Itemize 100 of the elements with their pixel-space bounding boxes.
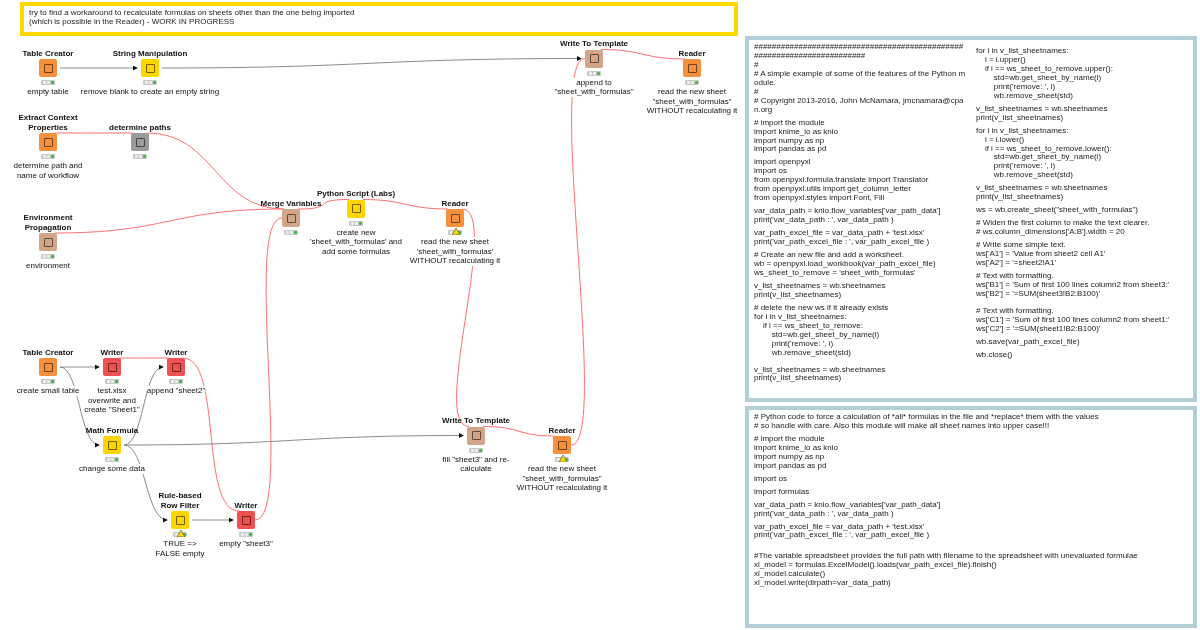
- annotation-text: ws['A2'] = '=sheet2!A1': [976, 259, 1057, 268]
- annotation-text: # Widen the first column to make the text clearer.: [976, 217, 1151, 229]
- annotation-text: import formulas: [754, 485, 811, 497]
- annotation-text: for i in v_list_sheetnames:: [976, 124, 1070, 135]
- annotation-text: ws_sheet_to_remove = 'sheet_with_formulas': [754, 268, 916, 278]
- annotation-text: v_list_sheetnames = wb.sheetnames: [976, 102, 1109, 113]
- annotation-text: from openpyxl.formula.translate import Translator: [754, 176, 930, 186]
- node-title: Merge Variables: [260, 198, 322, 208]
- annotation-text: # Text with formatting.: [976, 304, 1054, 315]
- node-title: Writer: [100, 347, 124, 357]
- annotation-text: ws['A1'] = 'Value from sheet2 cell A1': [976, 250, 1107, 259]
- annotation-text: import knime_io as knio: [754, 127, 840, 136]
- annotation-text: print('var_path_excel_file : ', var_path_excel_file ): [754, 531, 931, 541]
- node-annotation: append "sheet2": [146, 386, 206, 396]
- annotation-text: ws['C1'] = 'Sum of first 100 lines column2 from sheet1:': [976, 315, 1171, 324]
- annotation-text: import os: [754, 472, 788, 484]
- connection-line: [54, 132, 134, 134]
- annotation-text: print('var_data_path : ', var_data_path ): [754, 509, 894, 519]
- annotation-text: v_list_sheetnames = wb.sheetnames: [976, 182, 1109, 194]
- annotation-text: std=wb.get_sheet_by_name(i): [770, 330, 881, 339]
- annotation-text: wb.save(var_path_excel_file): [976, 335, 1081, 347]
- connection-line: [161, 56, 582, 69]
- annotation-text: wb = openpyxl.load_workbook(var_path_excel_file): [754, 259, 937, 269]
- annotation-box: [745, 406, 1197, 628]
- annotation-text: ws['B2'] = '=SUM(sheet3!B2:B100)': [976, 289, 1101, 299]
- annotation-text: xl_model.calculate(): [754, 570, 827, 580]
- annotation-text: print('var_path_excel_file : ', var_path_excel_file ): [754, 238, 931, 247]
- annotation-text: print(v_list_sheetnames): [976, 113, 1065, 123]
- annotation-text: import numpy as np: [754, 136, 825, 145]
- annotation-text: wb.close(): [976, 348, 1014, 360]
- annotation-text: print('remove: ', i): [992, 162, 1057, 172]
- node-title: Python Script (Labs): [316, 189, 396, 199]
- annotation-text: if i == ws_sheet_to_remove.upper():: [983, 64, 1114, 73]
- annotation-text: if i == ws_sheet_to_remove:: [761, 321, 863, 330]
- annotation-text: std=wb.get_sheet_by_name(i): [992, 73, 1102, 82]
- node-title: Math Formula: [85, 425, 139, 435]
- annotation-text: # Create an new file and add a worksheet.: [754, 249, 905, 260]
- node-annotation: create small table: [16, 386, 80, 396]
- connection-line: [123, 433, 464, 446]
- annotation-text: print(v_list_sheetnames): [976, 193, 1065, 203]
- annotation-text: #: [754, 60, 760, 70]
- node-title: Write To Template: [560, 39, 628, 49]
- node-title: Table Creator: [22, 347, 74, 357]
- connection-line: [54, 208, 285, 234]
- annotation-text: # Write some simple text.: [976, 239, 1067, 251]
- node-annotation: empty table: [27, 87, 69, 97]
- annotation-text: # so handle with care. Also this module will make all sheet names into upper case!!!: [754, 421, 1051, 431]
- annotation-text: # Copyright 2013-2016, John McNamara, jmcnamara@cpan.org: [754, 96, 965, 115]
- annotation-text: ws['B1'] = 'Sum of first 100 lines column2 from sheet3:': [976, 280, 1171, 290]
- annotation-text: print(v_list_sheetnames): [754, 290, 843, 300]
- node-annotation: fill "sheet3" and re-calculate: [441, 454, 511, 474]
- annotation-text: print(v_list_sheetnames): [754, 374, 843, 384]
- annotation-text: (which is possible in the Reader) - WORK IN PROGRESS: [29, 17, 236, 27]
- annotation-text: #The variable spreadsheet provides the full path with filename to the spreadsheet with unevaluated formulae: [754, 550, 1139, 562]
- annotation-text: import openpyxl: [754, 156, 812, 168]
- connection-line: [182, 357, 240, 512]
- node-title: Environment Propagation: [22, 213, 74, 232]
- annotation-text: # Text with formatting.: [976, 269, 1055, 281]
- node-title: Writer: [234, 500, 258, 510]
- node-annotation: change some data: [79, 464, 145, 474]
- node-title: Extract Context Properties: [17, 113, 79, 132]
- node-annotation: test.xlsx overwrite and create "Sheet1": [83, 386, 141, 415]
- connection-line: [254, 217, 283, 521]
- node-title: Reader: [441, 198, 469, 208]
- annotation-text: import pandas as pd: [754, 461, 828, 471]
- node-title: Reader: [548, 425, 576, 435]
- annotation-text: var_path_excel_file = var_data_path + 'test.xlsx': [754, 520, 926, 531]
- connection-line: [123, 444, 168, 522]
- annotation-box: [745, 36, 1197, 402]
- annotation-text: from openpyxl.styles import Font, Fill: [754, 194, 886, 204]
- annotation-text: wb.remove_sheet(std): [992, 171, 1074, 181]
- node-annotation: empty "sheet3": [219, 539, 273, 549]
- connection-line: [570, 58, 586, 446]
- annotation-text: # ws.column_dimensions['A:B'].width = 20: [976, 228, 1126, 238]
- annotation-text: # import the module: [754, 116, 826, 127]
- annotation-text: wb.remove_sheet(std): [770, 348, 852, 358]
- connection-line: [118, 357, 170, 359]
- annotation-text: wb.remove_sheet(std): [992, 91, 1074, 101]
- annotation-text: # A simple example of some of the features of the Python module.: [754, 69, 966, 88]
- annotation-text: ws['C2'] = '=SUM(sheet1!B2:B100)': [976, 324, 1102, 334]
- annotation-text: ws = wb.create_sheet("sheet_with_formulas"): [976, 204, 1139, 216]
- annotation-text: if i == ws_sheet_to_remove.lower():: [983, 144, 1113, 153]
- annotation-text: v_list_sheetnames = wb.sheetnames: [754, 279, 887, 290]
- node-title: Reader: [678, 48, 706, 58]
- annotation-text: print('remove: ', i): [992, 82, 1056, 91]
- annotation-text: import pandas as pd: [754, 145, 828, 155]
- annotation-box: [20, 2, 738, 36]
- connection-line: [59, 366, 100, 446]
- node-annotation: environment: [26, 261, 70, 271]
- annotation-text: var_path_excel_file = var_data_path + 'test.xlsx': [754, 227, 926, 239]
- node-title: Write To Template: [442, 416, 510, 426]
- annotation-text: from openpyxl.utils import get_column_letter: [754, 185, 912, 195]
- annotation-text: import numpy as np: [754, 452, 825, 461]
- annotation-text: import knime_io as knio: [754, 443, 840, 452]
- annotation-text: import os: [754, 167, 788, 177]
- annotation-text: # import the module: [754, 432, 826, 443]
- annotation-text: xl_model.write(dirpath=var_data_path): [754, 579, 892, 589]
- node-title: Writer: [164, 347, 188, 357]
- annotation-text: for i in v_list_sheetnames:: [976, 45, 1070, 56]
- annotation-text: for i in v_list_sheetnames:: [754, 312, 847, 321]
